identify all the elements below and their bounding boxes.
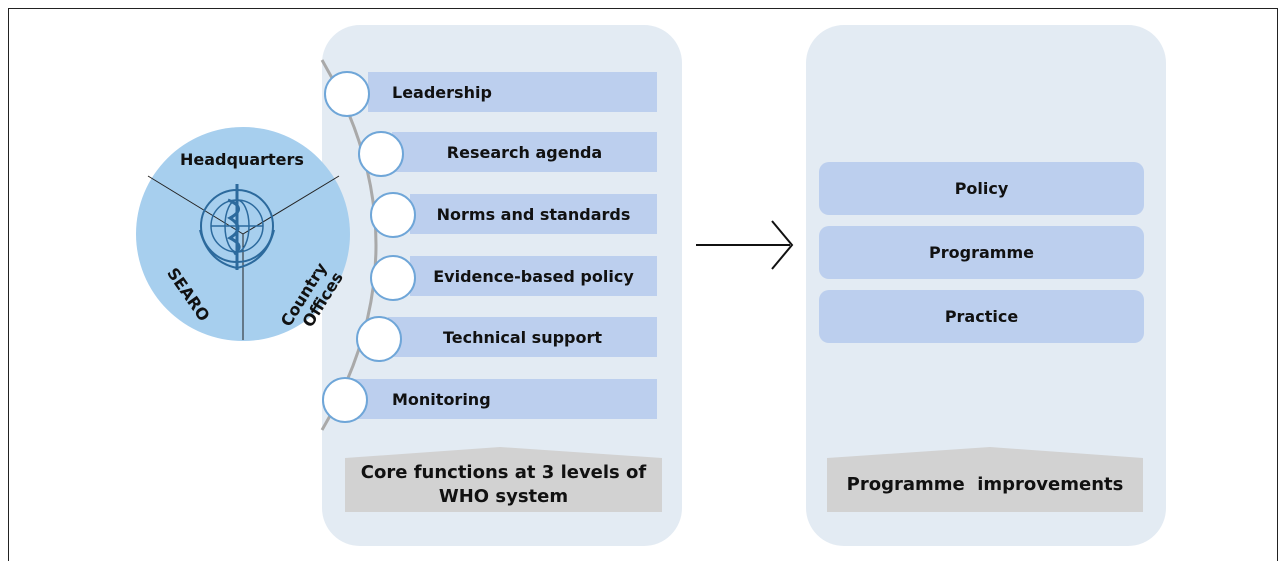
step-circle (358, 131, 404, 177)
function-bar-research-agenda: Research agenda (392, 132, 657, 172)
outcome-practice: Practice (819, 290, 1144, 343)
core-functions-caption: Core functions at 3 levels of WHO system (345, 458, 662, 512)
function-bar-leadership: Leadership (368, 72, 657, 112)
function-bar-evidence-policy: Evidence-based policy (410, 256, 657, 296)
figure-frame (8, 8, 1278, 561)
function-label: Norms and standards (436, 204, 631, 224)
step-circle (322, 377, 368, 423)
programme-improvements-caption: Programme improvements (827, 458, 1143, 512)
function-bar-technical-support: Technical support (388, 317, 657, 357)
step-circle (356, 316, 402, 362)
function-label: Evidence-based policy (433, 266, 634, 286)
function-label: Research agenda (446, 142, 603, 162)
caption-line: Core functions at 3 levels of (360, 462, 647, 483)
caption-line: WHO system (438, 486, 569, 507)
outcome-label: Programme (929, 243, 1034, 262)
outcome-policy: Policy (819, 162, 1144, 215)
caption-text: Programme improvements (846, 474, 1124, 495)
outcome-label: Practice (944, 307, 1019, 326)
function-bar-monitoring: Monitoring (346, 379, 657, 419)
step-circle (324, 71, 370, 117)
function-bar-norms-standards: Norms and standards (410, 194, 657, 234)
outcome-programme: Programme (819, 226, 1144, 279)
step-circle (370, 255, 416, 301)
function-label: Monitoring (392, 389, 491, 409)
who-label-headquarters: Headquarters (180, 150, 304, 169)
step-circle (370, 192, 416, 238)
outcome-label: Policy (954, 179, 1009, 198)
function-label: Technical support (442, 327, 603, 347)
who-emblem-icon (199, 184, 275, 270)
function-label: Leadership (392, 82, 492, 102)
